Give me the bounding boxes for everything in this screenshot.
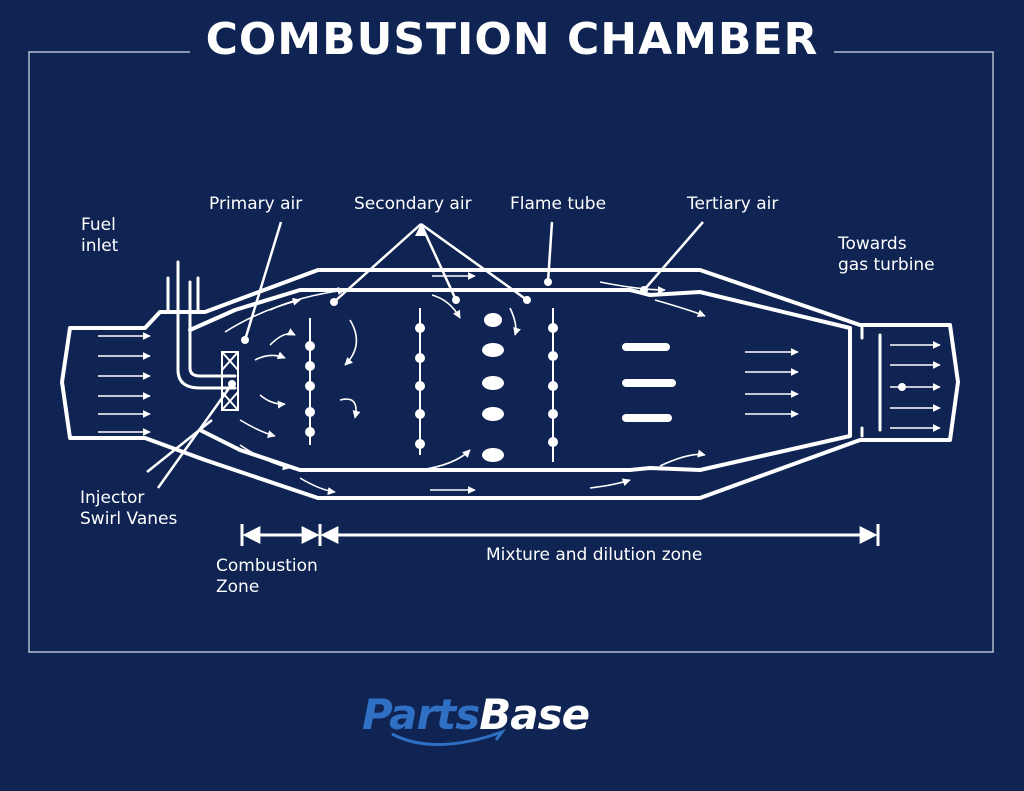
page-title: COMBUSTION CHAMBER bbox=[0, 14, 1024, 65]
fuel-pipe bbox=[166, 260, 237, 390]
label-primary-air: Primary air bbox=[209, 194, 303, 214]
label-tertiary-air: Tertiary air bbox=[687, 194, 779, 214]
logo-swoosh bbox=[391, 729, 507, 747]
flow-arrows bbox=[224, 272, 706, 496]
outlet-arrows bbox=[745, 341, 941, 432]
outer-casing bbox=[60, 268, 960, 500]
swirl-vanes bbox=[221, 351, 239, 411]
leader-lines bbox=[146, 221, 704, 489]
turbine-duct bbox=[860, 326, 882, 438]
partsbase-logo: PartsBase bbox=[362, 690, 662, 750]
inlet-arrows bbox=[98, 332, 151, 436]
flame-tube bbox=[188, 288, 852, 472]
label-injector: Injector Swirl Vanes bbox=[80, 488, 178, 529]
label-secondary-air: Secondary air bbox=[354, 194, 472, 214]
label-fuel-inlet: Fuel inlet bbox=[81, 215, 119, 256]
jet-holes bbox=[305, 313, 676, 462]
leader-dots bbox=[228, 278, 906, 391]
frame-border bbox=[28, 51, 994, 653]
air-jets bbox=[309, 308, 554, 462]
label-towards-turbine: Towards gas turbine bbox=[838, 234, 935, 275]
label-combustion-zone: Combustion Zone bbox=[216, 556, 318, 597]
zone-dimensions bbox=[240, 524, 880, 546]
label-mixture-zone: Mixture and dilution zone bbox=[486, 545, 703, 565]
label-flame-tube: Flame tube bbox=[510, 194, 607, 214]
